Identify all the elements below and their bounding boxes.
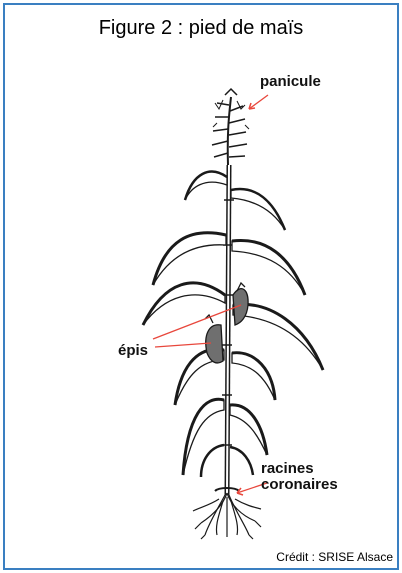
figure-frame: Figure 2 : pied de maïs <box>3 3 399 570</box>
label-racines-line2: coronaires <box>261 477 338 493</box>
label-epis: épis <box>118 343 148 359</box>
arrow-epis-lower <box>155 343 211 347</box>
credit-text: Crédit : SRISE Alsace <box>276 550 393 564</box>
label-racines-coronaires: racines coronaires <box>261 461 338 493</box>
arrow-panicule <box>249 95 268 109</box>
leaves <box>143 172 323 477</box>
panicule-tassel <box>212 89 249 165</box>
ear-lower <box>206 325 223 363</box>
label-racines-line1: racines <box>261 461 338 477</box>
label-panicule: panicule <box>260 74 321 90</box>
maize-plant-illustration <box>5 5 399 570</box>
roots <box>193 488 261 539</box>
